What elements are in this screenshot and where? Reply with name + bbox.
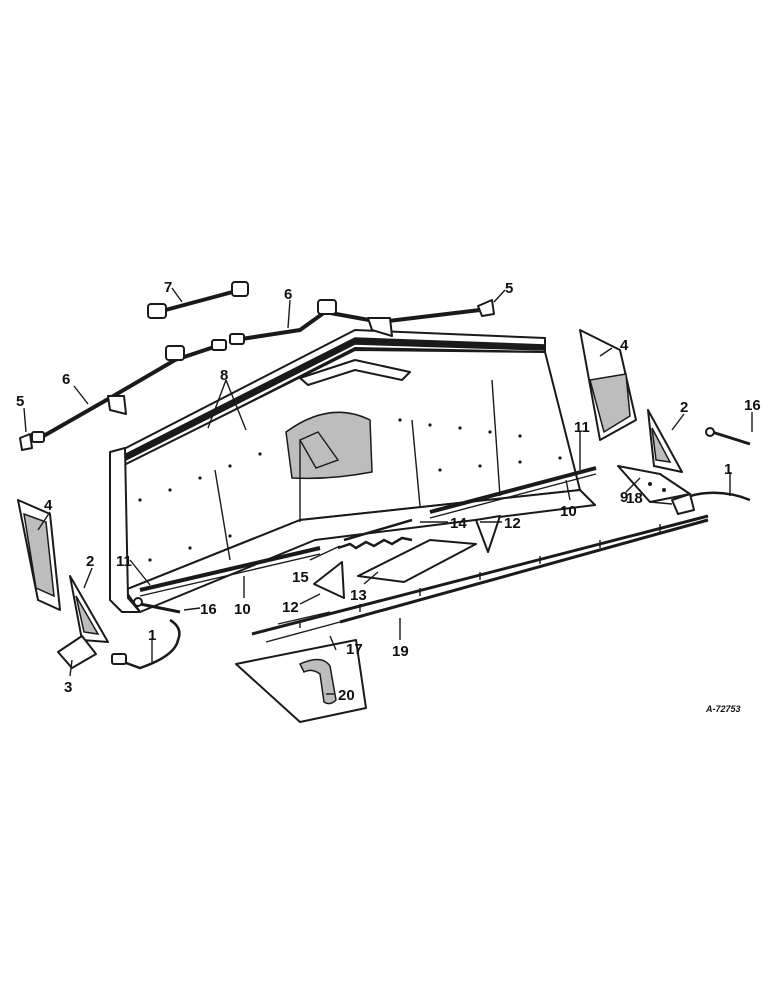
callout-13: 13 bbox=[350, 587, 367, 604]
plate-3 bbox=[57, 635, 97, 669]
callout-3: 3 bbox=[64, 679, 72, 696]
strip-15 bbox=[343, 518, 413, 542]
callout-16-left: 16 bbox=[200, 601, 217, 618]
callout-12-left: 12 bbox=[282, 599, 299, 616]
strip-19 bbox=[277, 518, 709, 625]
clip-5-right bbox=[477, 299, 495, 317]
callout-5-left: 5 bbox=[16, 393, 24, 410]
callout-17: 17 bbox=[346, 641, 363, 658]
callout-14: 14 bbox=[450, 515, 467, 532]
strip-10-11-left bbox=[139, 546, 321, 597]
callout-10-right: 10 bbox=[560, 503, 577, 520]
callout-11-right: 11 bbox=[574, 419, 590, 436]
callout-20: 20 bbox=[338, 687, 355, 704]
gusset-12-right bbox=[475, 515, 501, 553]
callout-15: 15 bbox=[292, 569, 309, 586]
rod-16-right bbox=[705, 427, 751, 446]
callout-7: 7 bbox=[164, 279, 172, 296]
callouts: 7 6 5 6 8 5 4 2 16 11 1 4 9 18 18 10 14 … bbox=[16, 279, 761, 704]
gusset-12-left bbox=[313, 561, 345, 599]
rod-1-right bbox=[689, 491, 751, 502]
gusset-2-right bbox=[647, 409, 683, 473]
drawing-reference: A-72753 bbox=[705, 704, 741, 714]
callout-1-left: 1 bbox=[148, 627, 156, 644]
gusset-2-left bbox=[69, 575, 109, 643]
callout-11-left: 11 bbox=[116, 553, 132, 570]
kit-panel-20 bbox=[235, 639, 367, 723]
plate-13 bbox=[357, 539, 477, 583]
callout-16-right: 16 bbox=[744, 397, 761, 414]
callout-1-right: 1 bbox=[724, 461, 732, 478]
callout-9: 9 bbox=[620, 489, 628, 506]
top-brace-7 bbox=[147, 281, 249, 319]
strip-10-11-right bbox=[429, 466, 597, 519]
callout-2-left: 2 bbox=[86, 553, 94, 570]
callout-19: 19 bbox=[392, 643, 409, 660]
callout-6-left: 6 bbox=[62, 371, 70, 388]
callout-6-top: 6 bbox=[284, 286, 292, 303]
rod-1-left bbox=[111, 618, 181, 670]
rod-16-left bbox=[133, 597, 181, 614]
callout-12-right: 12 bbox=[504, 515, 521, 532]
serrated-strip-14 bbox=[337, 536, 413, 550]
brace-6-right bbox=[229, 299, 481, 345]
clip-5-left-tab bbox=[31, 431, 45, 443]
callout-4-right: 4 bbox=[620, 337, 629, 354]
callout-5-top: 5 bbox=[505, 280, 513, 297]
clip-5-left bbox=[19, 433, 33, 451]
leader-lines bbox=[23, 287, 753, 695]
header-trough bbox=[109, 329, 596, 613]
rivets bbox=[138, 418, 562, 562]
callout-10-left: 10 bbox=[234, 601, 251, 618]
part-18 bbox=[671, 493, 695, 515]
callout-2-right: 2 bbox=[680, 399, 688, 416]
callout-18-label: 18 bbox=[626, 490, 643, 507]
callout-4-left: 4 bbox=[44, 497, 53, 514]
strip-teeth bbox=[299, 524, 661, 628]
brace-6-left bbox=[39, 339, 227, 440]
callout-8: 8 bbox=[220, 367, 228, 384]
